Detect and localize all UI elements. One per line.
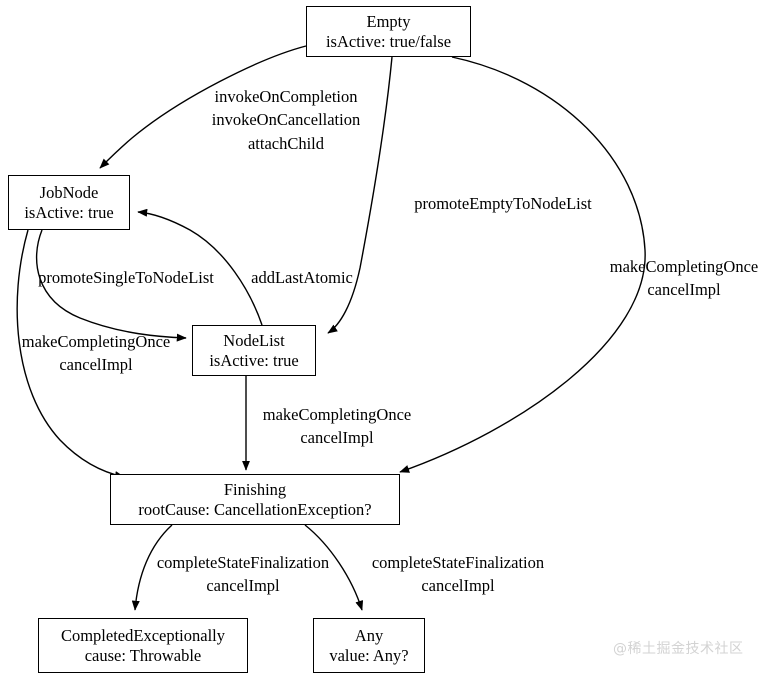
node-nodelist[interactable]: NodeList isActive: true [192,325,316,376]
watermark: @稀土掘金技术社区 [613,641,744,657]
node-finishing-subtitle: rootCause: CancellationException? [138,499,372,519]
edge-empty-to-jobnode [99,45,307,169]
node-any-subtitle: value: Any? [329,645,409,665]
edge-label-line: makeCompletingOnce [609,257,759,276]
edge-label-jobnode-to-nodelist: promoteSingleToNodeList [22,266,230,289]
edge-label-line: completeStateFinalization [371,553,545,572]
edge-label-empty-to-nodelist: promoteEmptyToNodeList [398,192,608,215]
edge-nodelist-to-jobnode [137,208,263,326]
edge-label-finishing-to-completed: completeStateFinalization cancelImpl [143,551,343,598]
node-completed-exceptionally-title: CompletedExceptionally [60,626,226,646]
edge-label-line: cancelImpl [206,576,280,596]
node-nodelist-title: NodeList [223,331,285,351]
edge-label-line: cancelImpl [421,576,495,596]
edge-label-line: cancelImpl [647,280,721,300]
node-empty-subtitle: isActive: true/false [325,31,452,51]
edge-label-jobnode-to-finishing: makeCompletingOnce cancelImpl [10,330,182,377]
edge-label-nodelist-to-jobnode: addLastAtomic [241,266,363,289]
edge-label-line: promoteEmptyToNodeList [414,194,592,213]
node-nodelist-subtitle: isActive: true [209,350,299,370]
edge-label-line: addLastAtomic [251,268,353,287]
edge-label-empty-to-jobnode: invokeOnCompletion invokeOnCancellation … [200,85,372,155]
edge-label-line: makeCompletingOnce [21,332,171,351]
node-completed-exceptionally-subtitle: cause: Throwable [84,645,202,665]
edge-label-line: invokeOnCompletion [214,87,358,106]
edge-label-line: promoteSingleToNodeList [38,268,214,287]
node-jobnode-title: JobNode [39,183,99,203]
edge-label-line: invokeOnCancellation [211,110,361,130]
edge-label-line: makeCompletingOnce [262,405,412,424]
node-completed-exceptionally[interactable]: CompletedExceptionally cause: Throwable [38,618,248,673]
edge-label-empty-to-finishing: makeCompletingOnce cancelImpl [600,255,768,302]
node-jobnode[interactable]: JobNode isActive: true [8,175,130,230]
edge-label-line: attachChild [247,133,325,153]
edge-jobnode-to-nodelist [35,229,187,342]
node-empty-title: Empty [366,12,411,32]
node-empty[interactable]: Empty isActive: true/false [306,6,471,57]
edge-label-line: cancelImpl [300,428,374,448]
edge-jobnode-to-finishing [16,229,125,479]
edge-label-finishing-to-any: completeStateFinalization cancelImpl [362,551,554,598]
node-any[interactable]: Any value: Any? [313,618,425,673]
node-jobnode-subtitle: isActive: true [24,202,114,222]
edge-label-line: cancelImpl [59,355,133,375]
edge-finishing-to-completed [131,524,173,611]
edge-label-nodelist-to-finishing: makeCompletingOnce cancelImpl [252,403,422,450]
node-any-title: Any [354,626,384,646]
edge-label-line: completeStateFinalization [156,553,330,572]
edge-empty-to-finishing [399,56,646,473]
node-finishing-title: Finishing [223,480,287,500]
edge-empty-to-nodelist [327,56,393,334]
node-finishing[interactable]: Finishing rootCause: CancellationExcepti… [110,474,400,525]
edge-finishing-to-any [304,524,364,611]
